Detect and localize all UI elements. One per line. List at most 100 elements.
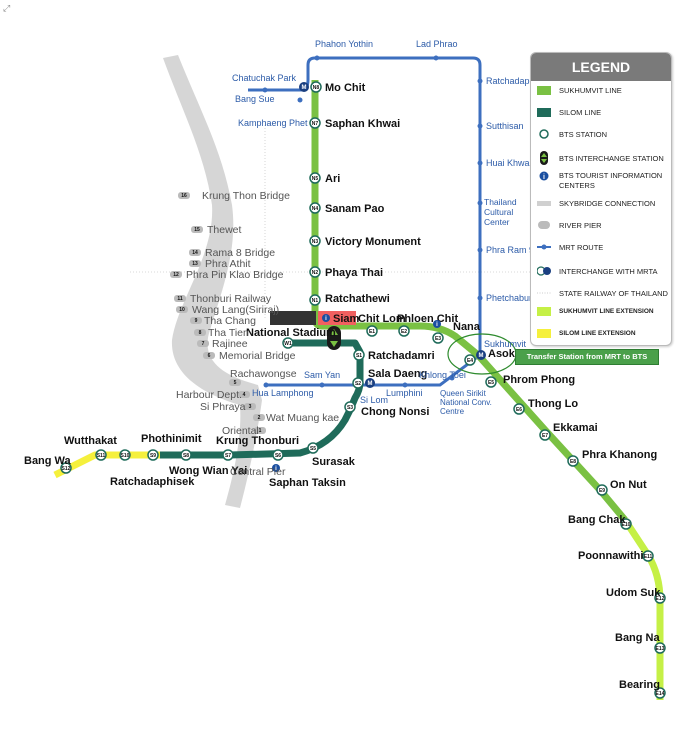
mrt-phetchaburi[interactable]: Phetchaburi xyxy=(486,293,534,303)
svg-text:Bang Na: Bang Na xyxy=(615,632,661,644)
svg-text:Phra Athit: Phra Athit xyxy=(205,258,251,270)
mrt-chatuchak-park[interactable]: Chatuchak Park xyxy=(232,73,297,83)
mrt-hua-lamphong[interactable]: Hua Lamphong xyxy=(252,388,314,398)
svg-text:Rama 8 Bridge: Rama 8 Bridge xyxy=(205,247,275,259)
svg-text:W1: W1 xyxy=(284,341,292,347)
pier-rajinee[interactable]: 7 Rajinee xyxy=(197,338,248,350)
svg-text:Poonnawithi: Poonnawithi xyxy=(578,550,643,562)
svg-text:Phaya Thai: Phaya Thai xyxy=(325,267,383,279)
svg-text:Rajinee: Rajinee xyxy=(212,338,248,350)
station-nana[interactable]: E3 Nana xyxy=(432,321,481,344)
svg-text:14: 14 xyxy=(192,250,198,256)
mrt-sam-yan[interactable]: Sam Yan xyxy=(304,370,340,380)
svg-text:Phrom Phong: Phrom Phong xyxy=(503,374,575,386)
svg-text:7: 7 xyxy=(202,341,205,347)
sukhumvit-line-extension xyxy=(622,518,664,700)
mrt-sutthisan[interactable]: Sutthisan xyxy=(486,121,524,131)
mrt-phra-ram-9[interactable]: Phra Ram 9 xyxy=(486,245,534,255)
svg-text:E9: E9 xyxy=(599,488,605,494)
mrt-lumphini[interactable]: Lumphini xyxy=(386,388,423,398)
mrt-si-lom[interactable]: Si Lom xyxy=(360,395,388,405)
svg-text:Wat Muang kae: Wat Muang kae xyxy=(266,412,339,424)
station-bang-na[interactable]: E13 Bang Na xyxy=(615,632,666,654)
pier-central-pier[interactable]: Central Pier xyxy=(230,466,286,478)
siam-interchange[interactable] xyxy=(327,326,341,350)
svg-text:Siam: Siam xyxy=(333,313,360,325)
mrt-huai-khwang[interactable]: Huai Khwang xyxy=(486,158,540,168)
svg-text:Ari: Ari xyxy=(325,173,340,185)
svg-text:Nana: Nana xyxy=(453,321,481,333)
mrt-queen-sirikit[interactable]: Queen Sirikit National Conv. Centre xyxy=(440,389,492,416)
svg-text:E3: E3 xyxy=(435,336,441,342)
expand-icon[interactable]: ⤢ xyxy=(3,3,11,13)
pier-si-phraya[interactable]: 3Si Phraya xyxy=(200,401,256,413)
mrt-ratchadapisek[interactable]: Ratchadapisek xyxy=(486,76,546,86)
mrt-phahon-yothin[interactable]: Phahon Yothin xyxy=(315,39,373,49)
mrt-thailand-cultural-center[interactable]: Thailand Cultural Center xyxy=(484,197,517,227)
mrt-sukhumvit[interactable]: Sukhumvit xyxy=(484,339,527,349)
legend-interchange: BTS INTERCHANGE STATION xyxy=(537,151,664,165)
svg-text:Surasak: Surasak xyxy=(312,456,356,468)
svg-text:i: i xyxy=(275,466,277,472)
mrt-lad-phrao[interactable]: Lad Phrao xyxy=(416,39,458,49)
mrt-bang-sue[interactable]: Bang Sue xyxy=(235,94,275,104)
mrt-khlong-toei[interactable]: Khlong Toei xyxy=(419,370,466,380)
svg-text:E7: E7 xyxy=(542,433,548,439)
svg-text:Ratchathewi: Ratchathewi xyxy=(325,293,390,305)
svg-text:S5: S5 xyxy=(310,446,316,452)
svg-text:Krung Thon Bridge: Krung Thon Bridge xyxy=(202,190,290,202)
svg-text:E13: E13 xyxy=(656,646,665,652)
svg-text:Tha Chang: Tha Chang xyxy=(204,315,256,327)
mrt-kamphaeng-phet[interactable]: Kamphaeng Phet xyxy=(238,118,308,128)
pier-rama8-bridge[interactable]: 14 Rama 8 Bridge xyxy=(189,247,275,259)
svg-text:S1: S1 xyxy=(356,353,362,359)
